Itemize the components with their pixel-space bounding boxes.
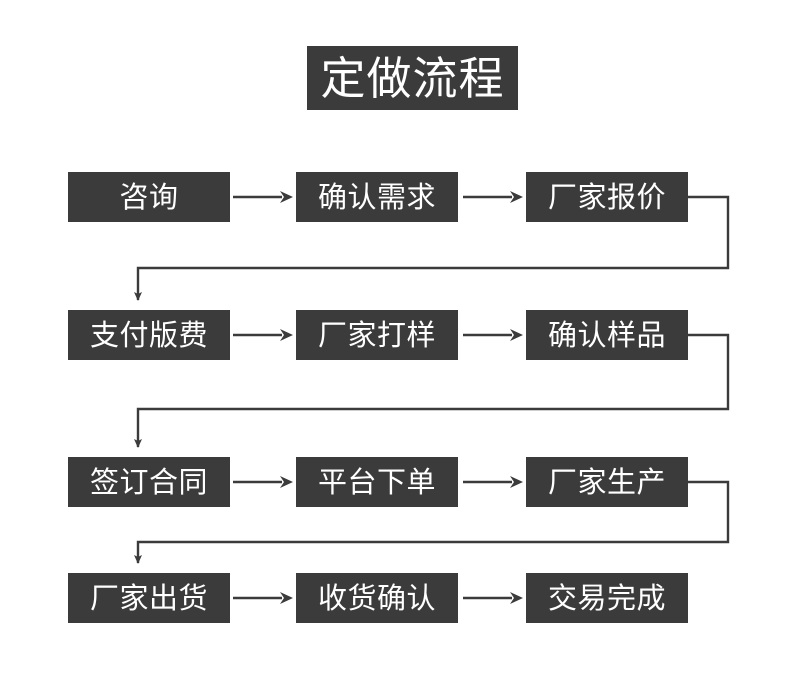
arrow-right-icon <box>463 592 523 604</box>
flow-node-1-3[interactable]: 厂家报价 <box>526 172 688 222</box>
arrow-right-icon <box>463 329 523 341</box>
flow-node-2-2[interactable]: 厂家打样 <box>296 310 458 360</box>
flow-node-label: 厂家生产 <box>547 464 666 499</box>
flow-node-label: 平台下单 <box>317 464 436 499</box>
flow-node-1-2[interactable]: 确认需求 <box>296 172 458 222</box>
flow-node-label: 厂家出货 <box>89 580 208 615</box>
arrow-right-icon <box>233 191 293 203</box>
flow-node-label: 收货确认 <box>317 580 436 615</box>
arrow-right-icon <box>233 329 293 341</box>
page-title-text: 定做流程 <box>320 51 505 105</box>
flow-node-label: 签订合同 <box>89 464 208 499</box>
flow-node-3-2[interactable]: 平台下单 <box>296 457 458 507</box>
flow-node-label: 确认样品 <box>547 317 666 352</box>
flow-node-label: 支付版费 <box>89 317 208 352</box>
flow-node-4-3[interactable]: 交易完成 <box>526 573 688 623</box>
flow-node-4-2[interactable]: 收货确认 <box>296 573 458 623</box>
arrow-right-icon <box>233 592 293 604</box>
arrow-right-icon <box>233 476 293 488</box>
flow-node-label: 厂家报价 <box>547 179 666 214</box>
flow-node-label: 确认需求 <box>317 179 436 214</box>
flow-node-label: 咨询 <box>119 179 179 214</box>
flow-node-label: 交易完成 <box>547 580 666 615</box>
flow-node-label: 厂家打样 <box>317 317 436 352</box>
flow-node-3-3[interactable]: 厂家生产 <box>526 457 688 507</box>
flow-node-2-1[interactable]: 支付版费 <box>68 310 230 360</box>
arrow-right-icon <box>463 476 523 488</box>
page-title: 定做流程 <box>307 46 518 110</box>
flow-node-4-1[interactable]: 厂家出货 <box>68 573 230 623</box>
flow-node-2-3[interactable]: 确认样品 <box>526 310 688 360</box>
arrow-right-icon <box>463 191 523 203</box>
flow-node-3-1[interactable]: 签订合同 <box>68 457 230 507</box>
flow-node-1-1[interactable]: 咨询 <box>68 172 230 222</box>
